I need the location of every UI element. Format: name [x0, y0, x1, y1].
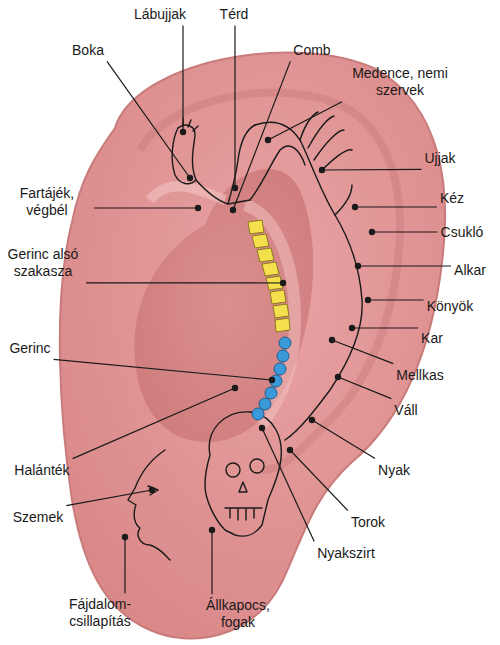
point-dot	[187, 175, 193, 181]
point-dot	[355, 263, 361, 269]
leader-line	[352, 327, 418, 328]
leader-line	[211, 530, 212, 594]
leader-line	[262, 428, 314, 542]
part-label: Comb	[293, 42, 330, 59]
part-label: Gerinc alsó szakasza	[3, 246, 83, 280]
point-dot	[232, 385, 238, 391]
point-dot	[209, 527, 215, 533]
leader-line	[312, 420, 375, 459]
part-label: Szemek	[13, 509, 64, 526]
leader-line	[268, 102, 342, 140]
leader-line	[73, 388, 235, 459]
part-label: Kar	[421, 330, 443, 347]
part-label: Fájdalom-csillapítás	[55, 596, 145, 630]
leader-line	[54, 359, 272, 380]
part-label: Térd	[220, 6, 249, 23]
point-dot	[122, 534, 128, 540]
part-label: Fartájék, végbél	[3, 185, 91, 219]
point-dot	[259, 425, 265, 431]
point-dot	[149, 487, 155, 493]
leader-line	[358, 265, 451, 266]
leader-line	[332, 340, 393, 364]
part-label: Csukló	[441, 224, 484, 241]
part-label: Nyakszirt	[317, 545, 375, 562]
leader-line	[322, 169, 421, 171]
leader-line	[338, 377, 391, 399]
point-dot	[365, 297, 371, 303]
leader-line	[182, 25, 183, 132]
leader-line	[124, 537, 125, 593]
point-dot	[269, 377, 275, 383]
point-dot	[309, 417, 315, 423]
part-label: Könyök	[427, 298, 474, 315]
point-dot	[335, 374, 341, 380]
point-dot	[232, 185, 238, 191]
point-dot	[319, 167, 325, 173]
point-dot	[329, 337, 335, 343]
part-label: Váll	[394, 402, 417, 419]
part-label: Alkar	[454, 262, 486, 279]
part-label: Állkapocs, fogak	[193, 597, 283, 631]
leader-line	[66, 490, 152, 506]
part-label: Lábujjak	[134, 6, 186, 23]
point-dot	[265, 137, 271, 143]
leader-line	[107, 61, 190, 178]
leader-line	[86, 282, 283, 283]
part-label: Mellkas	[396, 367, 443, 384]
point-dot	[280, 280, 286, 286]
point-dot	[195, 205, 201, 211]
point-dot	[180, 129, 186, 135]
leader-line	[355, 206, 437, 207]
part-label: Gerinc	[9, 340, 50, 357]
leader-line	[290, 450, 348, 511]
point-dot	[349, 325, 355, 331]
point-dot	[230, 207, 236, 213]
point-dot	[369, 229, 375, 235]
leader-line	[368, 299, 424, 300]
leader-line	[372, 231, 438, 232]
part-label: Boka	[72, 42, 104, 59]
part-label: Ujjak	[424, 150, 455, 167]
leader-line	[94, 207, 198, 208]
point-dot	[287, 447, 293, 453]
part-label: Nyak	[378, 462, 410, 479]
part-label: Kéz	[440, 190, 464, 207]
point-dot	[352, 204, 358, 210]
leader-line	[233, 61, 290, 210]
part-label: Torok	[351, 514, 385, 531]
part-label: Halánték	[14, 462, 69, 479]
leader-line	[234, 25, 235, 188]
part-label: Medence, nemi szervek	[345, 65, 455, 99]
